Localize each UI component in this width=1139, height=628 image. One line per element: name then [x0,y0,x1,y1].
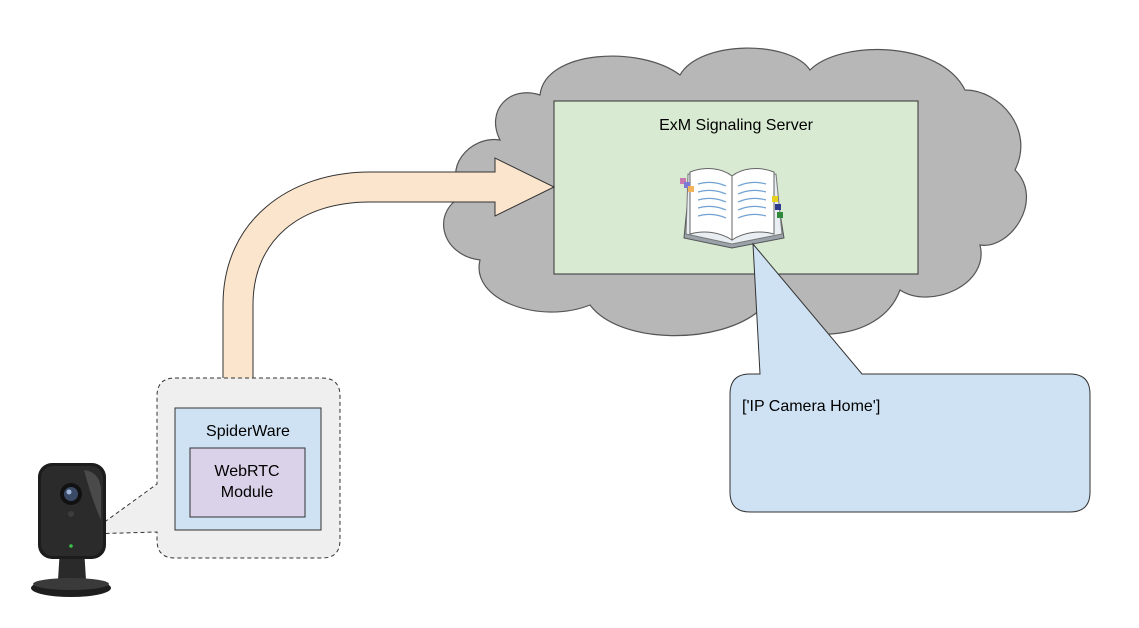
connection-arrow [222,157,556,381]
server-title: ExM Signaling Server [659,117,814,134]
module-line2: Module [221,484,274,501]
webrtc-module-box [189,447,306,518]
callout-text: ['IP Camera Home'] [742,398,880,415]
book-icon [680,168,785,249]
ip-camera-icon [31,463,111,597]
callout-bubble [729,242,1091,513]
spiderware-label: SpiderWare [206,423,290,440]
module-line1: WebRTC [214,463,279,480]
